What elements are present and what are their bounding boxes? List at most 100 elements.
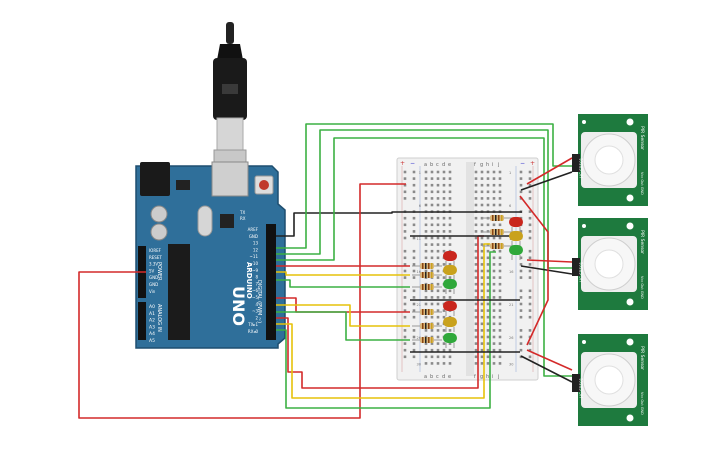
breadboard-hole: [486, 269, 490, 273]
breadboard-hole: [448, 276, 452, 279]
rail-hole: [519, 230, 523, 233]
rail-hole: [528, 315, 532, 319]
breadboard-hole: [474, 216, 478, 220]
breadboard-hole: [430, 315, 434, 319]
breadboard-hole: [486, 289, 490, 293]
breadboard-hole: [430, 216, 434, 220]
breadboard-hole: [486, 342, 490, 345]
rail-hole: [528, 170, 532, 174]
breadboard-hole: [448, 289, 452, 293]
pir-pins-label: Vcc Out GND: [640, 392, 644, 415]
breadboard-hole: [486, 197, 490, 200]
rail-hole: [528, 236, 532, 240]
led-body: [509, 245, 523, 255]
arduino-uno-board: ARDUINO UNO POWER ANALOG IN DIGITAL (PWM…: [135, 161, 286, 349]
breadboard-hole: [480, 335, 484, 339]
rail-hole: [519, 289, 523, 293]
breadboard-hole: [430, 302, 434, 306]
breadboard-hole: [424, 236, 428, 240]
wires: [78, 123, 573, 419]
resistor-band: [431, 284, 433, 290]
wire-led-yellow-2: [276, 304, 410, 327]
breadboard-hole: [492, 269, 496, 273]
column-letter-bottom: e: [448, 374, 451, 380]
breadboard-hole: [474, 236, 478, 240]
breadboard-hole: [448, 342, 452, 345]
row-number: 16: [417, 270, 421, 274]
breadboard-hole: [442, 223, 446, 227]
digital-pin-label: 8: [255, 275, 258, 280]
breadboard-hole: [436, 243, 440, 246]
column-letter-top: j: [497, 162, 499, 168]
breadboard-hole: [498, 348, 502, 352]
breadboard-hole: [424, 362, 428, 365]
breadboard-hole: [486, 249, 490, 253]
rail-hole: [528, 348, 532, 352]
resistor-band: [422, 272, 424, 278]
breadboard-hole: [474, 223, 478, 227]
breadboard-hole: [430, 183, 434, 187]
breadboard-hole: [474, 269, 478, 273]
rail-hole: [412, 183, 416, 187]
breadboard-hole: [498, 302, 502, 306]
column-letter-bottom: j: [497, 374, 499, 380]
analog-pin-label: A0: [149, 304, 155, 310]
rail-hole: [403, 223, 407, 227]
breadboard-hole: [430, 256, 434, 260]
breadboard-hole: [480, 263, 484, 266]
rail-hole: [412, 276, 416, 279]
rail-hole: [528, 190, 532, 194]
breadboard-hole: [430, 236, 434, 240]
rail-hole: [528, 302, 532, 306]
rail-hole: [528, 329, 532, 332]
breadboard-hole: [424, 256, 428, 260]
breadboard-hole: [480, 315, 484, 319]
digital-pin-label: 2: [255, 315, 258, 320]
resistor-band: [422, 284, 424, 290]
breadboard-hole: [424, 269, 428, 273]
row-number: 6: [419, 204, 421, 208]
resistor-band: [425, 263, 427, 269]
breadboard-hole: [430, 243, 434, 246]
pir-dome-center: [594, 365, 624, 395]
row-number: 26: [417, 336, 421, 340]
breadboard-hole: [442, 329, 446, 332]
column-letter-top: i: [492, 162, 493, 168]
resistor-band: [431, 272, 433, 278]
resistor: [412, 323, 442, 329]
digital-pin-label: ~5: [252, 295, 258, 300]
rx-led-label: RX: [240, 216, 246, 221]
resistor: [482, 215, 512, 221]
breadboard-hole: [498, 190, 502, 194]
breadboard-hole: [474, 203, 478, 207]
column-letter-top: b: [430, 162, 433, 168]
wire-gnd-pir3: [520, 355, 573, 383]
breadboard-hole: [474, 348, 478, 352]
row-number: 6: [509, 204, 511, 208]
resistor-band: [422, 323, 424, 329]
breadboard-hole: [492, 223, 496, 227]
breadboard-hole: [424, 315, 428, 319]
pir-model: HC-SR501: [579, 377, 584, 398]
breadboard-hole: [498, 315, 502, 319]
breadboard-hole: [430, 203, 434, 207]
breadboard-hole: [448, 243, 452, 246]
breadboard-hole: [442, 243, 446, 246]
rail-hole: [519, 183, 523, 187]
rail-hole: [528, 309, 532, 312]
breadboard-hole: [480, 302, 484, 306]
column-letter-top: d: [442, 162, 445, 168]
pir-pin-header: [572, 374, 580, 392]
breadboard-hole: [486, 282, 490, 286]
breadboard-hole: [436, 329, 440, 332]
wire-led-red-3: [276, 235, 484, 389]
power-pin-label: GND: [149, 282, 158, 287]
breadboard-hole: [480, 362, 484, 365]
usb-cable: [213, 22, 247, 165]
digital-pin-label: 4: [255, 302, 258, 307]
resistor-band: [422, 263, 424, 269]
breadboard-hole: [442, 263, 446, 266]
breadboard-hole: [480, 276, 484, 279]
